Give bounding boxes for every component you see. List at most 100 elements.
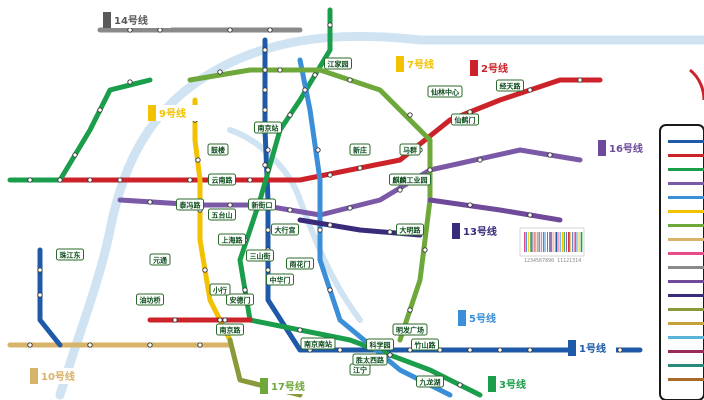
- station-dot[interactable]: [287, 207, 293, 213]
- hub-taifenggang[interactable]: 泰冯路: [176, 198, 204, 211]
- hub-xinjiekou[interactable]: 新街口: [248, 198, 276, 211]
- hub-dapeng[interactable]: 大明路: [396, 223, 424, 236]
- hub-nanjingnan[interactable]: 南京南站: [300, 337, 336, 350]
- station-dot[interactable]: [337, 347, 343, 353]
- station-dot[interactable]: [27, 342, 33, 348]
- station-dot[interactable]: [262, 47, 268, 53]
- station-dot[interactable]: [287, 112, 293, 118]
- hub-jiulong[interactable]: 九龙湖: [416, 375, 444, 388]
- station-dot[interactable]: [265, 147, 271, 153]
- hub-mingfa[interactable]: 明发广场: [392, 323, 428, 336]
- hub-shangxinhe[interactable]: 上海路: [218, 233, 246, 246]
- hub-sanshanjie[interactable]: 三山街: [246, 249, 274, 262]
- line-tag-l1[interactable]: 1号线: [568, 340, 616, 356]
- station-dot[interactable]: [327, 222, 333, 228]
- station-dot[interactable]: [577, 77, 583, 83]
- station-dot[interactable]: [387, 352, 393, 358]
- station-dot[interactable]: [547, 152, 553, 158]
- station-dot[interactable]: [262, 87, 268, 93]
- station-dot[interactable]: [397, 187, 403, 193]
- hub-xiaolingwei[interactable]: 麒麟工业园: [389, 173, 431, 186]
- station-dot[interactable]: [467, 347, 473, 353]
- hub-gulou[interactable]: 鼓楼: [207, 143, 229, 156]
- station-dot[interactable]: [157, 27, 163, 33]
- hub-xiangyin[interactable]: 马群: [399, 143, 421, 156]
- hub-jiangjiayuan[interactable]: 江家园: [324, 57, 352, 70]
- station-dot[interactable]: [327, 22, 333, 28]
- hub-zhongshanmen[interactable]: 中华门: [266, 273, 294, 286]
- station-dot[interactable]: [247, 177, 253, 183]
- hub-xianhe[interactable]: 仙鹤门: [451, 113, 479, 126]
- station-dot[interactable]: [172, 317, 178, 323]
- station-dot[interactable]: [37, 292, 43, 298]
- station-dot[interactable]: [315, 147, 321, 153]
- line-tag-l2[interactable]: 2号线: [470, 60, 522, 76]
- hub-yuantong[interactable]: 元通: [149, 253, 171, 266]
- station-dot[interactable]: [27, 177, 33, 183]
- station-dot[interactable]: [327, 172, 333, 178]
- line-tag-l5[interactable]: 5号线: [458, 310, 508, 326]
- station-dot[interactable]: [242, 287, 248, 293]
- station-dot[interactable]: [265, 267, 271, 273]
- station-dot[interactable]: [222, 317, 228, 323]
- hub-yuhuamen[interactable]: 雨花门: [286, 257, 314, 270]
- station-dot[interactable]: [277, 67, 283, 73]
- station-dot[interactable]: [197, 342, 203, 348]
- station-dot[interactable]: [527, 347, 533, 353]
- line-tag-l3[interactable]: 3号线: [488, 376, 536, 392]
- hub-daxinggong[interactable]: 大行宫: [271, 223, 299, 236]
- hub-xianlin[interactable]: 仙林中心: [427, 85, 463, 98]
- hub-yunnanlu[interactable]: 云南路: [208, 173, 236, 186]
- line-tag-l13[interactable]: 13号线: [452, 223, 508, 239]
- station-dot[interactable]: [317, 227, 323, 233]
- hub-zhujiang[interactable]: 珠江东: [56, 248, 84, 261]
- station-dot[interactable]: [227, 27, 233, 33]
- station-dot[interactable]: [407, 307, 413, 313]
- station-dot[interactable]: [477, 157, 483, 163]
- station-dot[interactable]: [527, 87, 533, 93]
- station-dot[interactable]: [467, 202, 473, 208]
- station-dot[interactable]: [37, 267, 43, 273]
- station-dot[interactable]: [147, 342, 153, 348]
- station-dot[interactable]: [262, 67, 268, 73]
- station-dot[interactable]: [527, 212, 533, 218]
- station-dot[interactable]: [187, 177, 193, 183]
- station-dot[interactable]: [217, 69, 223, 75]
- line-tag-l17[interactable]: 17号线: [260, 378, 314, 394]
- hub-sunlight[interactable]: 竹山路: [411, 338, 439, 351]
- station-dot[interactable]: [265, 227, 271, 233]
- line-tag-l16[interactable]: 16号线: [598, 140, 654, 156]
- station-dot[interactable]: [422, 247, 428, 253]
- station-dot[interactable]: [347, 205, 353, 211]
- station-dot[interactable]: [267, 27, 273, 33]
- line-tag-l14[interactable]: 14号线: [103, 12, 171, 28]
- hub-jiangning[interactable]: 江宁: [349, 363, 371, 376]
- station-dot[interactable]: [72, 152, 78, 158]
- station-dot[interactable]: [302, 87, 308, 93]
- station-dot[interactable]: [227, 202, 233, 208]
- line-tag-l10[interactable]: 10号线: [30, 368, 84, 384]
- station-dot[interactable]: [327, 287, 333, 293]
- station-dot[interactable]: [265, 167, 271, 173]
- station-dot[interactable]: [387, 229, 393, 235]
- station-dot[interactable]: [407, 112, 413, 118]
- hub-xiaohang[interactable]: 小行: [209, 283, 231, 296]
- station-dot[interactable]: [357, 165, 363, 171]
- station-dot[interactable]: [312, 72, 318, 78]
- hub-andemenn[interactable]: 油坊桥: [136, 293, 164, 306]
- hub-wutaishan[interactable]: 五台山: [208, 208, 236, 221]
- station-dot[interactable]: [97, 107, 103, 113]
- station-dot[interactable]: [127, 79, 133, 85]
- hub-jiningdong[interactable]: 经天路: [496, 79, 524, 92]
- station-dot[interactable]: [57, 177, 63, 183]
- station-dot[interactable]: [427, 167, 433, 173]
- hub-shenghe[interactable]: 胜太西路: [352, 353, 388, 366]
- station-dot[interactable]: [347, 77, 353, 83]
- line-tag-l9[interactable]: 9号线: [148, 105, 198, 121]
- station-dot[interactable]: [457, 382, 463, 388]
- hub-nanjinglu[interactable]: 南京路: [216, 323, 244, 336]
- station-dot[interactable]: [202, 267, 208, 273]
- station-dot[interactable]: [87, 342, 93, 348]
- station-dot[interactable]: [262, 162, 268, 168]
- station-dot[interactable]: [297, 327, 303, 333]
